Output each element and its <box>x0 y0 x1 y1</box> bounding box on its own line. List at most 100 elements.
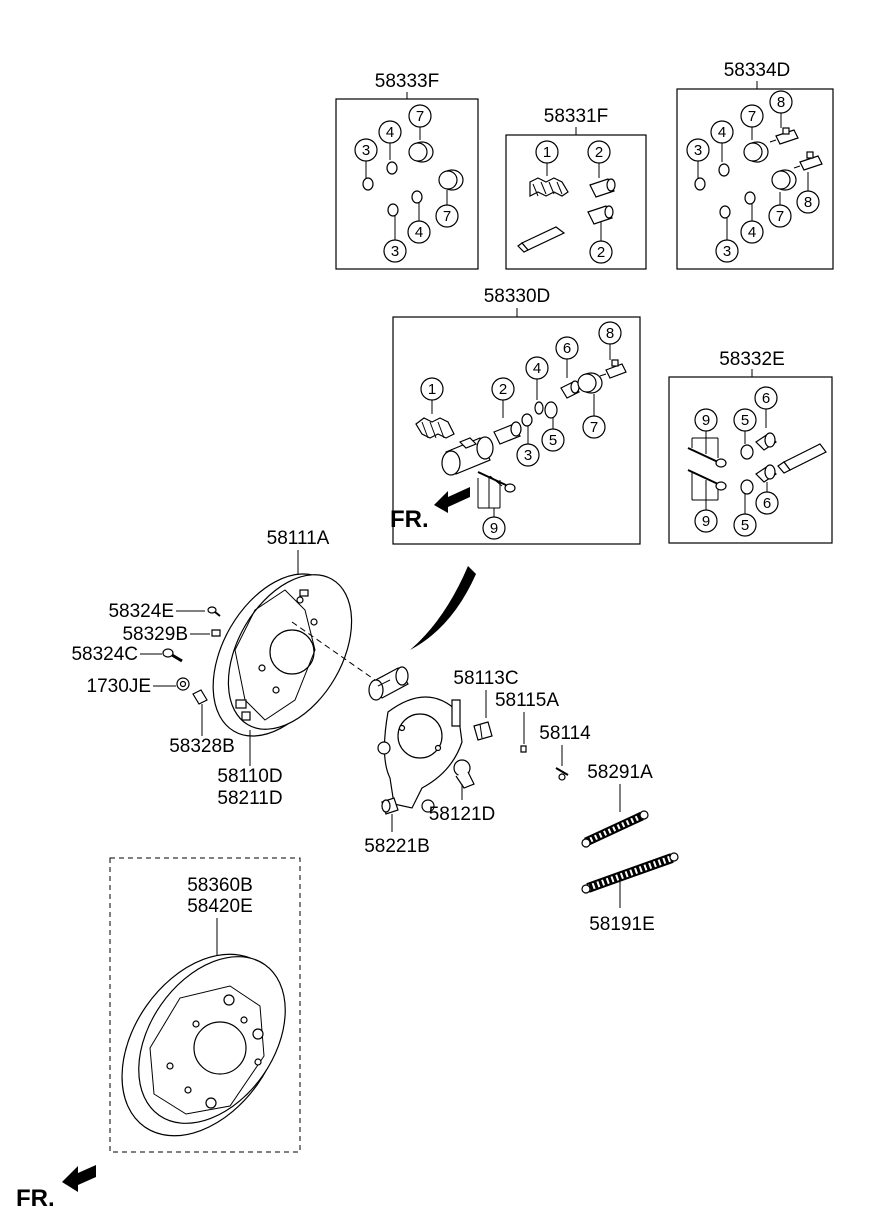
bolt-icon <box>687 469 727 491</box>
bleeder-screw-icon <box>769 127 799 145</box>
bolt-icon <box>477 471 516 493</box>
callout-7: 7 <box>768 204 792 228</box>
callout-5: 5 <box>733 513 757 537</box>
kit-58332E[interactable]: 58332E 9 5 6 6 9 5 <box>668 349 833 544</box>
wheel-cylinder-icon[interactable] <box>368 666 409 701</box>
o-ring-icon <box>386 161 398 175</box>
callout-9: 9 <box>694 408 718 432</box>
seal-ring-icon <box>740 444 754 460</box>
callout-1: 1 <box>535 140 559 164</box>
label-58333F: 58333F <box>375 71 439 92</box>
label-58329B: 58329B <box>122 624 188 645</box>
callout-8: 8 <box>769 90 793 114</box>
svg-text:4: 4 <box>415 224 423 241</box>
callout-7: 7 <box>582 415 606 439</box>
cap-icon <box>381 797 399 815</box>
o-ring-icon <box>694 177 706 191</box>
adjuster-nut-icon <box>453 759 475 789</box>
pin-icon <box>555 767 569 781</box>
callout-3: 3 <box>715 239 739 263</box>
kit-58334D[interactable]: 58334D 3 4 7 8 8 7 4 3 <box>676 60 834 270</box>
callout-6: 6 <box>754 386 778 410</box>
dust-boot-icon <box>743 141 769 163</box>
front-label: FR. <box>16 1185 55 1211</box>
svg-text:9: 9 <box>490 520 498 537</box>
callout-2: 2 <box>587 140 611 164</box>
bleeder-screw-icon <box>793 151 823 171</box>
svg-text:7: 7 <box>748 108 756 125</box>
svg-text:6: 6 <box>763 495 771 512</box>
piston-icon <box>493 421 522 445</box>
bushing-icon <box>587 205 614 225</box>
label-58110D: 58110D <box>217 766 282 787</box>
cup-icon <box>560 380 580 399</box>
cup-icon <box>755 464 777 483</box>
bushing-icon <box>589 178 616 198</box>
label-58113C: 58113C <box>453 668 518 689</box>
seal-ring-icon <box>740 479 754 495</box>
label-58211D: 58211D <box>217 788 282 809</box>
grease-tube-icon <box>777 443 827 474</box>
dust-shield-kit[interactable]: 58360B 58420E <box>89 857 316 1166</box>
callout-2: 2 <box>589 240 613 264</box>
clip-icon <box>473 721 493 741</box>
svg-text:4: 4 <box>748 224 756 241</box>
svg-text:5: 5 <box>549 432 557 449</box>
dust-shield-icon <box>121 953 286 1137</box>
dust-boot-icon <box>771 169 797 191</box>
front-label: FR. <box>390 506 429 533</box>
bleeder-screw-icon <box>599 359 627 379</box>
label-58114: 58114 <box>539 723 591 744</box>
callout-3: 3 <box>383 239 407 263</box>
plug-icon <box>192 689 208 705</box>
label-58332E: 58332E <box>719 349 785 370</box>
dust-boot-icon <box>438 169 464 191</box>
spring-icon <box>581 810 649 848</box>
bleeder-screw-icon <box>207 606 221 617</box>
svg-text:3: 3 <box>391 243 399 260</box>
svg-text:2: 2 <box>499 381 507 398</box>
callout-8: 8 <box>796 190 820 214</box>
spring-58191E[interactable]: 58191E <box>581 852 679 935</box>
seal-ring-icon <box>544 401 558 419</box>
svg-text:8: 8 <box>606 325 614 342</box>
front-direction-arrow-icon <box>62 1165 96 1192</box>
o-ring-icon <box>744 191 756 205</box>
dust-boot-icon <box>415 417 455 439</box>
svg-text:3: 3 <box>362 142 370 159</box>
callout-2: 2 <box>491 377 515 401</box>
callout-4: 4 <box>407 220 431 244</box>
label-58334D: 58334D <box>724 60 791 81</box>
callout-3: 3 <box>354 138 378 162</box>
svg-text:9: 9 <box>702 412 710 429</box>
spring-58291A[interactable]: 58291A <box>581 762 653 848</box>
svg-text:7: 7 <box>416 108 424 125</box>
label-58420E: 58420E <box>187 896 253 917</box>
kit-58331F[interactable]: 58331F 1 2 2 <box>505 106 647 270</box>
brake-shoe-icon <box>377 696 463 813</box>
front-direction-arrow-icon <box>434 487 470 513</box>
svg-text:3: 3 <box>694 142 702 159</box>
svg-text:7: 7 <box>776 208 784 225</box>
o-ring-icon <box>718 163 730 177</box>
callout-7: 7 <box>740 104 764 128</box>
kit-58333F[interactable]: 58333F 3 4 7 7 4 3 <box>335 71 479 270</box>
callout-4: 4 <box>378 120 402 144</box>
callout-9: 9 <box>482 516 506 540</box>
label-1730JE: 1730JE <box>87 676 151 697</box>
label-58191E: 58191E <box>589 914 655 935</box>
backing-plate-assembly[interactable]: 58111A 58324E 58329B 58324C <box>71 528 377 809</box>
label-58324C: 58324C <box>71 644 138 665</box>
svg-text:3: 3 <box>524 447 532 464</box>
brake-shoe-assembly[interactable]: 58113C 58115A 58114 58121D 58221B <box>364 668 591 857</box>
callout-3: 3 <box>686 138 710 162</box>
label-58291A: 58291A <box>587 762 653 783</box>
backing-plate-icon <box>212 573 353 737</box>
kit-58330D[interactable]: 58330D 1 2 4 6 8 3 5 7 9 <box>390 286 641 545</box>
callout-6: 6 <box>555 336 579 360</box>
pin-icon <box>520 745 527 753</box>
callout-4: 4 <box>710 120 734 144</box>
svg-text:8: 8 <box>804 194 812 211</box>
svg-text:3: 3 <box>723 243 731 260</box>
